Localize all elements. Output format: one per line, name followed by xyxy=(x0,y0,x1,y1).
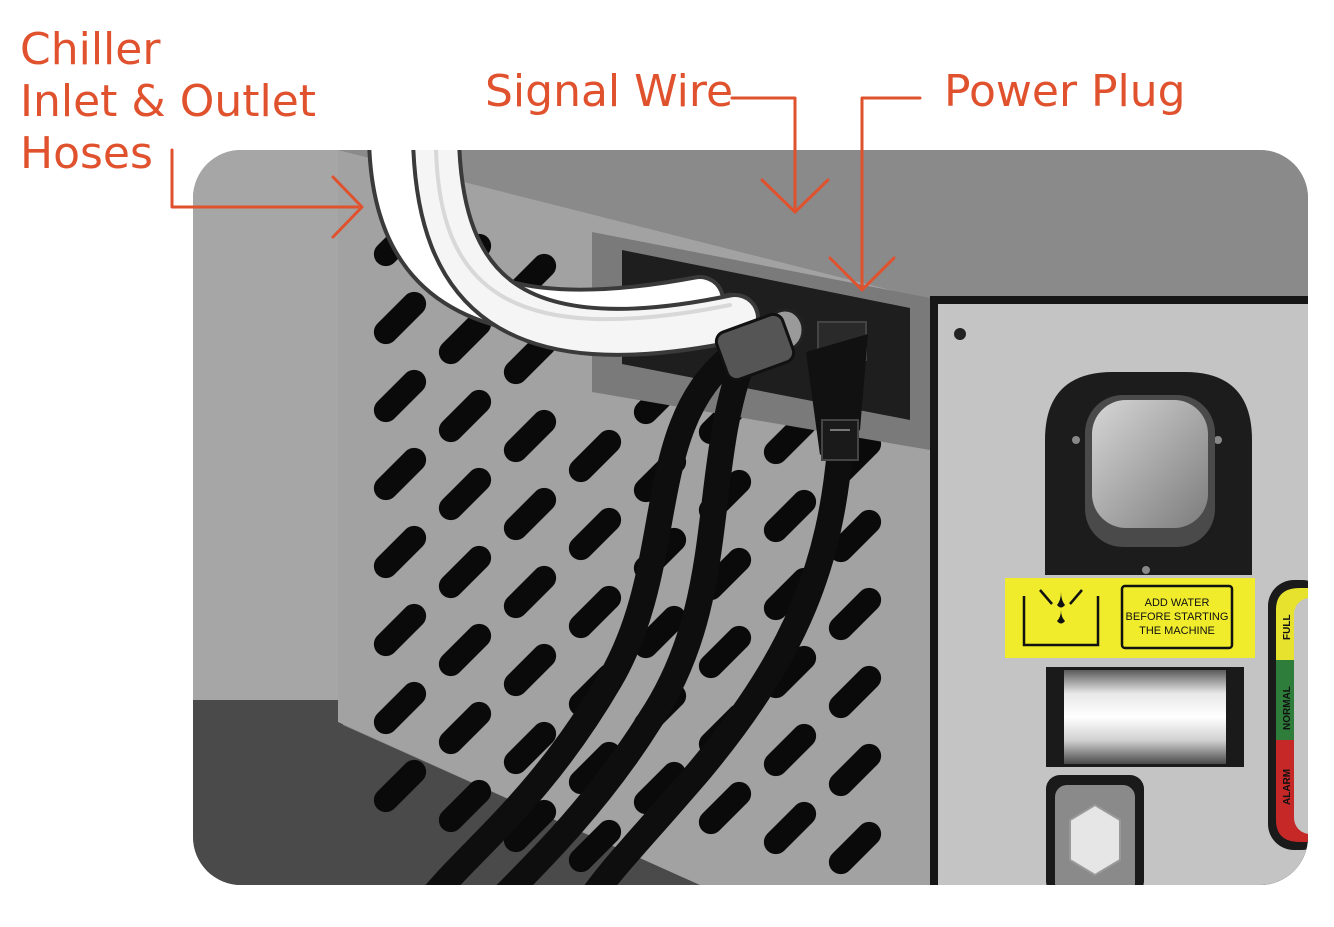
vent-slot xyxy=(828,665,882,719)
power-plug-callout-arrow xyxy=(828,96,922,292)
vent-slot xyxy=(438,701,492,755)
vent-slot xyxy=(438,545,492,599)
vent-slot xyxy=(503,643,557,697)
hoses-callout-arrow xyxy=(170,148,364,239)
vent-slot xyxy=(373,291,427,345)
gauge-label-full: FULL xyxy=(1282,614,1293,640)
power-plug xyxy=(577,334,868,885)
vent-slot xyxy=(568,741,622,795)
vent-slot xyxy=(373,447,427,501)
vent-slot xyxy=(503,487,557,541)
gauge-label-normal: NORMAL xyxy=(1282,686,1293,730)
hoses-label-line-3: Hoses xyxy=(20,128,153,179)
signal-wire xyxy=(417,337,758,885)
chiller-hoses xyxy=(367,150,760,357)
vent-slot xyxy=(568,819,622,873)
hoses-callout-label: Chiller Inlet & Outlet Hoses xyxy=(20,24,316,180)
sight-glass xyxy=(1064,670,1226,764)
vent-slot xyxy=(438,311,492,365)
vent-slot xyxy=(568,585,622,639)
gauge-label-alarm: ALARM xyxy=(1282,769,1293,805)
vent-slot xyxy=(763,801,817,855)
vent-slot xyxy=(698,781,752,835)
vent-slot xyxy=(438,389,492,443)
hoses-label-line-2: Inlet & Outlet xyxy=(20,76,317,127)
vent-slot xyxy=(438,779,492,833)
sticker-text-line-1: ADD WATER xyxy=(1145,597,1210,609)
vent-slot xyxy=(503,409,557,463)
vent-slot xyxy=(828,509,882,563)
vent-slot xyxy=(373,681,427,735)
warning-sticker: ADD WATER BEFORE STARTING THE MACHINE xyxy=(1005,578,1255,658)
vent-slot xyxy=(438,623,492,677)
vent-slot xyxy=(763,489,817,543)
hoses-label-line-1: Chiller xyxy=(20,24,161,75)
vent-slot xyxy=(503,565,557,619)
signal-wire-callout-label: Signal Wire xyxy=(485,66,734,117)
vent-slot xyxy=(373,525,427,579)
vent-slot xyxy=(503,799,557,853)
water-fill-cap xyxy=(1092,400,1208,528)
vent-slot xyxy=(568,507,622,561)
illustration-frame: ADD WATER BEFORE STARTING THE MACHINE FU… xyxy=(193,150,1308,885)
sticker-text-line-3: THE MACHINE xyxy=(1139,625,1215,637)
vent-slot xyxy=(503,721,557,775)
vent-slot xyxy=(373,603,427,657)
level-gauge: FULL NORMAL ALARM xyxy=(1268,580,1308,850)
vent-slot xyxy=(828,821,882,875)
vent-slot xyxy=(828,587,882,641)
drain-plug xyxy=(1069,803,1121,877)
power-plug-callout-label: Power Plug xyxy=(944,66,1186,117)
signal-wire-callout-arrow xyxy=(730,96,830,214)
vent-slot xyxy=(633,761,687,815)
vent-slot xyxy=(373,369,427,423)
sticker-text-line-2: BEFORE STARTING xyxy=(1126,611,1229,623)
vent-slot xyxy=(568,429,622,483)
chiller-front-panel: ADD WATER BEFORE STARTING THE MACHINE FU… xyxy=(930,296,1308,885)
vent-slot xyxy=(438,467,492,521)
vent-slot xyxy=(698,625,752,679)
vent-slot xyxy=(633,605,687,659)
vent-slot xyxy=(373,759,427,813)
vent-slot xyxy=(763,723,817,777)
vent-slot xyxy=(828,743,882,797)
